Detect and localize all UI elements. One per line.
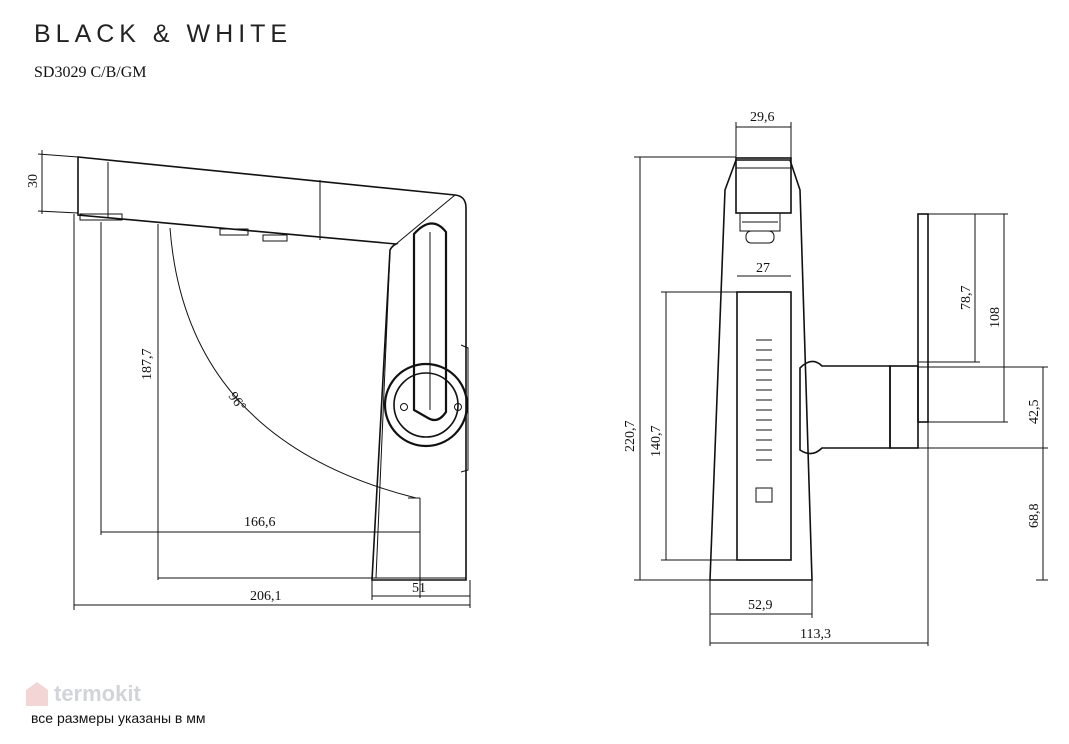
dim-label-total-depth: 113,3: [800, 627, 831, 642]
dim-label-handle-mount: 42,5: [1027, 400, 1042, 425]
dim-label-swivel-angle: 96°: [225, 390, 249, 415]
dim-arc-96: [169, 227, 417, 499]
dim-extension: [37, 210, 79, 214]
handle-base-inner: [393, 372, 459, 438]
dim-label-base-depth: 51: [412, 581, 426, 596]
house-logo-icon: [26, 682, 48, 706]
handle-screw: [400, 403, 408, 411]
watermark: termokit: [24, 680, 141, 708]
dim-label-total-height: 220,7: [623, 421, 638, 453]
spout-head: [735, 157, 792, 214]
units-note: все размеры указаны в мм: [31, 710, 206, 726]
dim-label-head-width: 29,6: [750, 110, 775, 125]
front-view: 29,6 27 220,7 140,7 52,9 113,3 78,7 108: [623, 110, 1048, 646]
watermark-text: termokit: [54, 681, 141, 706]
handle-knob: [889, 365, 919, 449]
handle-side-plate: [460, 344, 469, 473]
dim-extension: [37, 153, 79, 158]
dim-label-panel-height: 140,7: [649, 426, 664, 458]
temperature-icon: [755, 487, 773, 503]
aerator: [79, 213, 123, 221]
dim-label-spout-thickness: 30: [26, 174, 41, 188]
side-view: 30 187,7 96° 166,6 206,1 51: [26, 150, 471, 610]
dim-label-base-width: 52,9: [748, 598, 773, 613]
handle-lever-front: [917, 213, 929, 423]
dim-label-panel-width: 27: [756, 261, 770, 276]
spray-button: [219, 228, 249, 236]
dim-label-handle-total: 108: [988, 307, 1003, 328]
brand-logo: BLACK & WHITE: [34, 20, 293, 48]
display-panel: [736, 291, 792, 561]
dim-label-reach-inner: 166,6: [244, 515, 276, 530]
dim-label-handle-axis-height: 68,8: [1027, 504, 1042, 529]
handle-screw: [454, 403, 462, 411]
spray-button: [262, 234, 288, 242]
handle-lever: [412, 222, 448, 422]
aerator-nozzle: [745, 230, 775, 244]
handle-base-ring: [383, 362, 469, 448]
spout-bend-line: [395, 194, 456, 245]
dim-label-reach-total: 206,1: [250, 589, 282, 604]
handle-connector: [799, 360, 891, 455]
indicator-bars: [756, 339, 772, 461]
body-front-line: [375, 251, 391, 579]
dim-label-spout-height: 187,7: [140, 349, 155, 381]
dim-label-handle-lever: 78,7: [959, 286, 974, 311]
model-number: SD3029 C/B/GM: [34, 64, 147, 81]
